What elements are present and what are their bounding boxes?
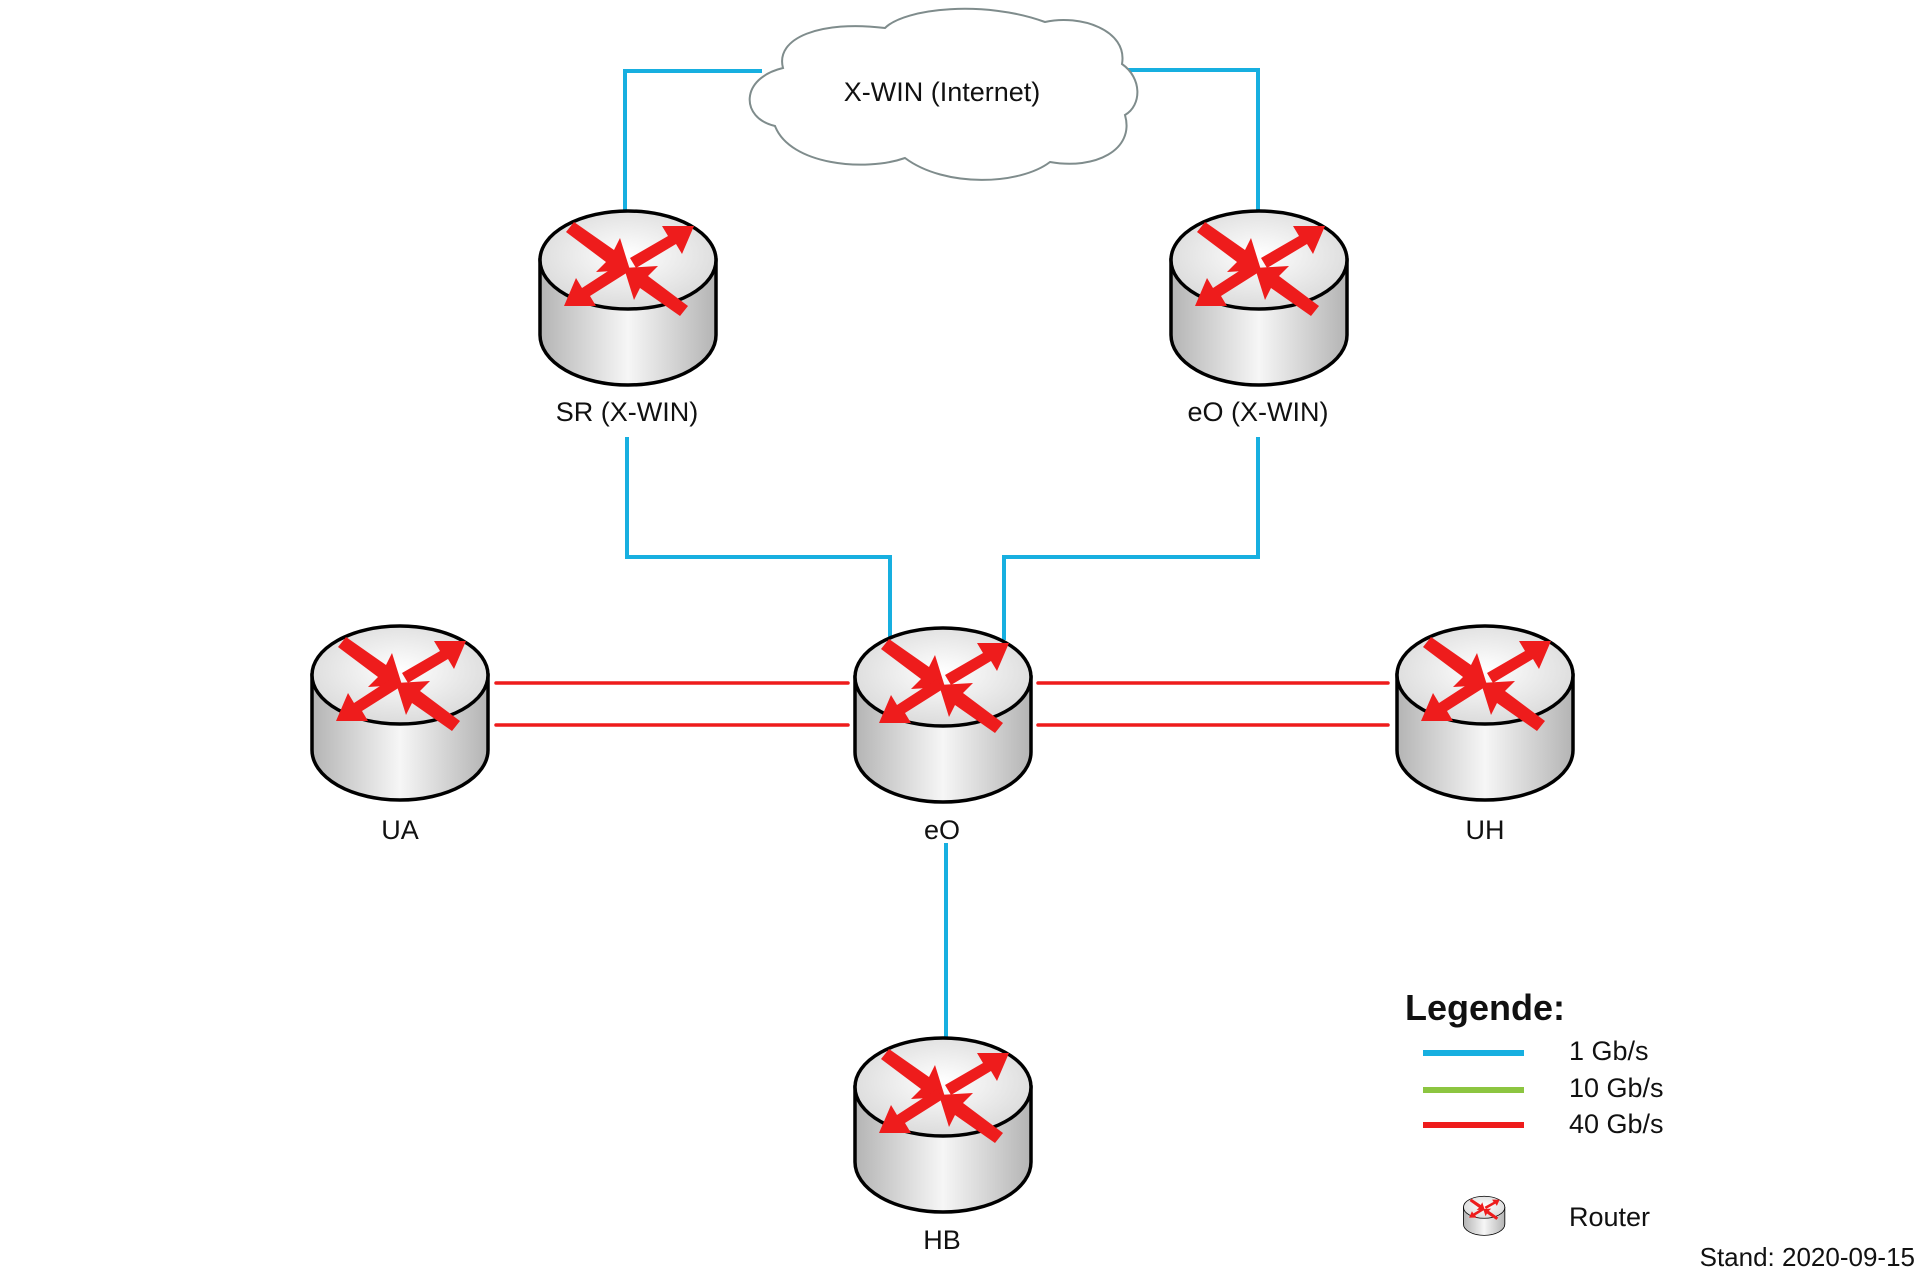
link-cloud-eo-xwin bbox=[1118, 68, 1260, 212]
legend-label-40g: 40 Gb/s bbox=[1569, 1109, 1664, 1139]
node-label-eo-xwin: eO (X-WIN) bbox=[1187, 397, 1329, 427]
link-eo-xwin-eo bbox=[1002, 437, 1260, 640]
router-eo-xwin bbox=[1169, 209, 1349, 387]
legend-label-router: Router bbox=[1569, 1202, 1651, 1232]
link-cloud-sr bbox=[623, 69, 762, 212]
node-label-sr-xwin: SR (X-WIN) bbox=[555, 397, 699, 427]
node-label-eo: eO bbox=[923, 815, 961, 845]
router-sr-xwin bbox=[538, 209, 718, 387]
router-eo bbox=[853, 626, 1033, 804]
cloud-icon bbox=[748, 7, 1139, 181]
legend-label-1g: 1 Gb/s bbox=[1569, 1036, 1649, 1066]
legend-title: Legende: bbox=[1405, 987, 1566, 1028]
stand-date: Stand: 2020-09-15 bbox=[1699, 1242, 1915, 1272]
node-label-hb: HB bbox=[923, 1225, 961, 1255]
legend-router-icon bbox=[1463, 1195, 1506, 1236]
router-ua bbox=[310, 624, 490, 802]
node-label-uh: UH bbox=[1465, 815, 1505, 845]
cloud-label: X-WIN (Internet) bbox=[843, 77, 1041, 107]
node-label-ua: UA bbox=[381, 815, 419, 845]
router-uh bbox=[1395, 624, 1575, 802]
router-hb bbox=[853, 1036, 1033, 1214]
legend-label-10g: 10 Gb/s bbox=[1569, 1073, 1664, 1103]
link-sr-eo bbox=[625, 437, 892, 640]
